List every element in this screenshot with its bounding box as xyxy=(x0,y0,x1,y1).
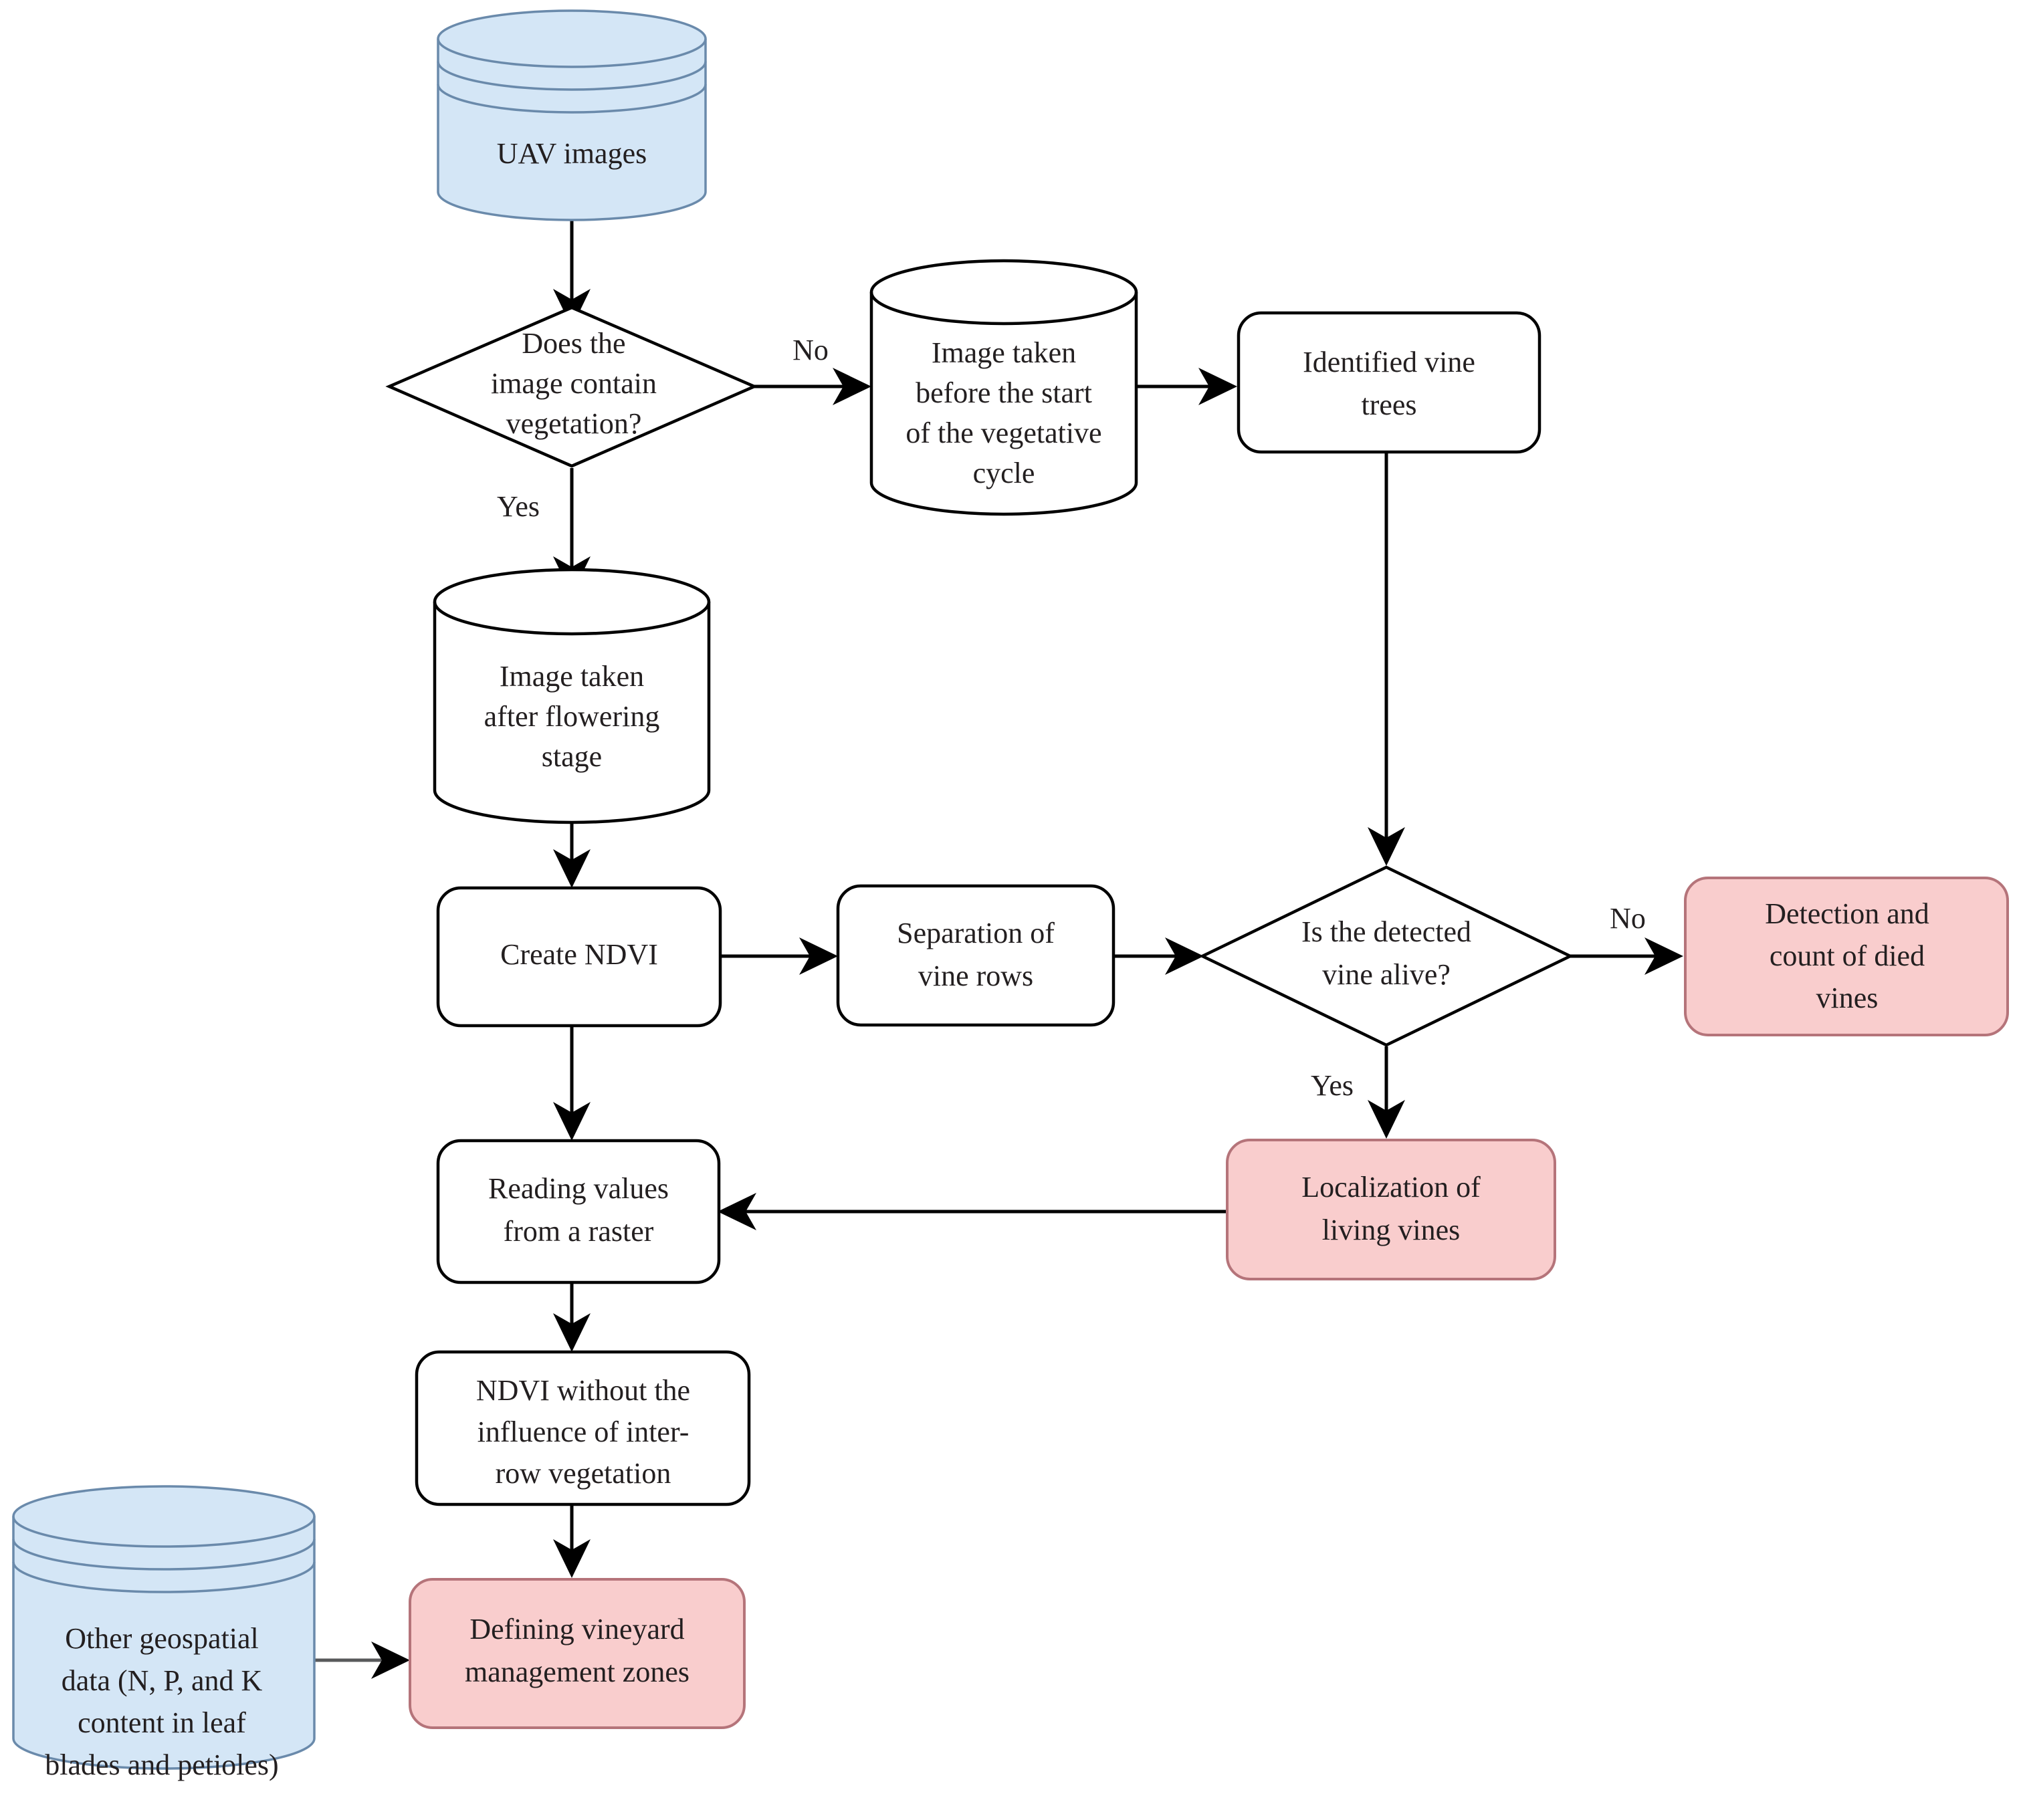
node-uav-images[interactable]: UAV images xyxy=(437,9,707,221)
node-contains-vegetation[interactable]: Does the image contain vegetation? xyxy=(385,306,758,468)
node-contains-vegetation-line3: vegetation? xyxy=(506,407,642,440)
node-vine-alive-line1: Is the detected xyxy=(1301,915,1471,948)
node-defining-zones-line2: management zones xyxy=(465,1656,689,1688)
edge-ndvi-interrow-to-defining-zones xyxy=(553,1504,591,1578)
node-image-before-cycle-line3: of the vegetative xyxy=(906,417,1101,449)
edge-vine-alive-no-to-detection: No xyxy=(1570,902,1683,975)
node-separation-vine-rows[interactable]: Separation of vine rows xyxy=(836,884,1115,1027)
node-detection-died-vines[interactable]: Detection and count of died vines xyxy=(1684,877,2009,1036)
edge-localization-to-reading xyxy=(718,1193,1226,1230)
node-identified-vine-trees-line1: Identified vine xyxy=(1303,346,1475,378)
node-vine-alive[interactable]: Is the detected vine alive? xyxy=(1198,865,1574,1047)
node-image-after-flowering-line3: stage xyxy=(542,740,602,773)
node-ndvi-without-interrow[interactable]: NDVI without the influence of inter- row… xyxy=(415,1350,751,1506)
node-uav-images-label: UAV images xyxy=(497,137,647,170)
edge-after-flowering-to-create-ndvi xyxy=(553,824,591,888)
node-reading-values-raster-line2: from a raster xyxy=(504,1215,654,1248)
node-other-geospatial-line1: Other geospatial xyxy=(65,1622,259,1655)
edge-label-yes-alive: Yes xyxy=(1311,1069,1354,1102)
node-detection-died-vines-line1: Detection and xyxy=(1765,897,1929,930)
node-localization-living-vines[interactable]: Localization of living vines xyxy=(1226,1139,1556,1280)
node-create-ndvi-label: Create NDVI xyxy=(500,938,658,971)
node-separation-vine-rows-line1: Separation of xyxy=(897,917,1055,949)
edge-identified-to-vine-alive xyxy=(1368,450,1405,866)
edge-reading-to-ndvi-interrow xyxy=(553,1282,591,1352)
node-vine-alive-line2: vine alive? xyxy=(1322,958,1451,991)
edge-geospatial-to-defining-zones xyxy=(313,1641,410,1679)
edge-label-yes-vegetation: Yes xyxy=(497,490,540,523)
node-separation-vine-rows-line2: vine rows xyxy=(918,959,1033,992)
edge-create-ndvi-to-reading xyxy=(553,1026,591,1141)
edge-label-no-alive: No xyxy=(1610,902,1646,935)
node-image-after-flowering-line2: after flowering xyxy=(484,700,660,733)
node-identified-vine-trees[interactable]: Identified vine trees xyxy=(1237,311,1541,454)
edge-create-ndvi-to-separation xyxy=(720,937,838,975)
node-detection-died-vines-line2: count of died xyxy=(1770,939,1925,972)
node-defining-zones-line1: Defining vineyard xyxy=(469,1613,684,1645)
edge-vine-alive-yes-to-localization: Yes xyxy=(1311,1046,1405,1139)
node-ndvi-without-interrow-line3: row vegetation xyxy=(496,1457,671,1490)
node-localization-living-vines-line2: living vines xyxy=(1322,1214,1461,1246)
node-ndvi-without-interrow-line1: NDVI without the xyxy=(476,1374,690,1407)
node-other-geospatial-line4: blades and petioles) xyxy=(45,1748,278,1781)
edge-separation-to-vine-alive xyxy=(1113,937,1204,975)
node-detection-died-vines-line3: vines xyxy=(1816,982,1879,1014)
node-create-ndvi[interactable]: Create NDVI xyxy=(436,886,722,1028)
node-reading-values-raster[interactable]: Reading values from a raster xyxy=(436,1139,721,1284)
edge-before-cycle-to-identified xyxy=(1137,368,1237,405)
edge-label-no-vegetation: No xyxy=(792,334,829,366)
node-contains-vegetation-line2: image contain xyxy=(491,367,657,400)
node-image-before-cycle[interactable]: Image taken before the start of the vege… xyxy=(869,259,1138,516)
node-image-after-flowering-line1: Image taken xyxy=(500,660,644,693)
node-defining-zones[interactable]: Defining vineyard management zones xyxy=(409,1578,746,1729)
node-other-geospatial-line2: data (N, P, and K xyxy=(62,1664,263,1697)
node-localization-living-vines-line1: Localization of xyxy=(1301,1171,1481,1204)
node-image-before-cycle-line2: before the start xyxy=(916,376,1092,409)
node-other-geospatial-line3: content in leaf xyxy=(78,1706,246,1739)
node-image-after-flowering[interactable]: Image taken after flowering stage xyxy=(433,568,711,824)
node-other-geospatial[interactable]: Other geospatial data (N, P, and K conte… xyxy=(12,1485,316,1781)
node-ndvi-without-interrow-line2: influence of inter- xyxy=(477,1415,689,1448)
edge-decision-no-to-before-cycle: No xyxy=(754,334,871,405)
node-identified-vine-trees-line2: trees xyxy=(1361,388,1416,421)
node-image-before-cycle-line1: Image taken xyxy=(932,336,1076,369)
node-image-before-cycle-line4: cycle xyxy=(973,457,1035,489)
node-reading-values-raster-line1: Reading values xyxy=(488,1172,669,1205)
node-contains-vegetation-line1: Does the xyxy=(522,327,625,360)
